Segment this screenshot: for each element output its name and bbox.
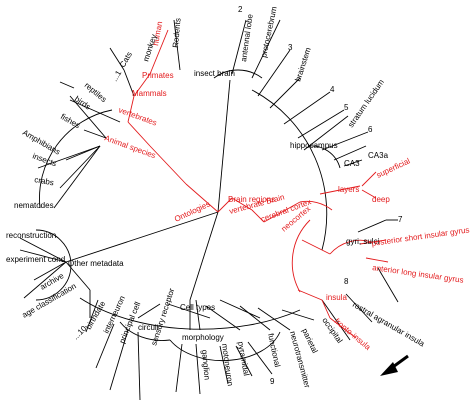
label-insula: insula bbox=[326, 293, 347, 302]
label-reconstruction: reconstruction bbox=[6, 231, 56, 240]
label-ellipsis1: ...1 bbox=[110, 68, 124, 83]
label-other-metadata: Other metadata bbox=[68, 259, 124, 268]
label-n3: 3 bbox=[288, 43, 293, 52]
label-brainstem: brainstem bbox=[293, 46, 313, 83]
label-hippocampus: hippocampus bbox=[290, 141, 338, 150]
label-nematodes: nematodes bbox=[14, 201, 54, 210]
label-n6: 6 bbox=[368, 125, 373, 134]
label-n8: 8 bbox=[344, 277, 349, 286]
label-morphology: morphology bbox=[182, 333, 224, 342]
label-n7: 7 bbox=[398, 215, 403, 224]
label-posterior-short: posterior short insular gyrus bbox=[371, 225, 470, 248]
label-insect-brain: insect brain bbox=[194, 69, 235, 78]
label-vertebrates: vertebrates bbox=[117, 105, 158, 127]
node-labels: Rodents human monkey Cats ...1 reptiles … bbox=[6, 5, 470, 389]
label-deep: deep bbox=[372, 195, 390, 204]
label-motoneuron: motoneuron bbox=[220, 343, 235, 387]
label-n2: 2 bbox=[238, 5, 243, 14]
label-n9: 9 bbox=[270, 377, 275, 386]
label-human: human bbox=[151, 21, 164, 47]
label-functional: functional bbox=[266, 333, 282, 369]
label-n5: 5 bbox=[344, 103, 349, 112]
label-sensory-receptor: sensory receptor bbox=[149, 287, 176, 347]
label-ca3: CA3 bbox=[344, 159, 360, 168]
label-cell-types: Cell types bbox=[180, 303, 215, 312]
label-antennal-lobe: antennal lobe bbox=[239, 13, 255, 62]
label-fishes: fishes bbox=[59, 112, 82, 130]
label-ganglion: ganglion bbox=[200, 349, 212, 380]
label-circuit: circuit bbox=[138, 323, 160, 332]
arrow-icon bbox=[380, 354, 409, 376]
label-stratum-lucidum: stratum lucidum bbox=[346, 77, 386, 129]
label-experiment-cond: experiment cond bbox=[6, 255, 65, 264]
label-animal-species: Animal species bbox=[103, 133, 157, 160]
label-gyri-sulci: gyri, sulci bbox=[346, 237, 380, 246]
label-primates: Primates bbox=[142, 71, 174, 80]
label-pyramidal: pyramidal bbox=[236, 341, 251, 377]
label-n4: 4 bbox=[330, 85, 335, 94]
label-ca3a: CA3a bbox=[368, 151, 389, 160]
label-amphibians: Amphibians bbox=[21, 128, 62, 157]
label-mammals: Mammals bbox=[132, 89, 167, 98]
label-protocerebrum: protocerebrum bbox=[259, 5, 279, 58]
label-rodents: Rodents bbox=[171, 18, 183, 48]
label-brain-regions: Brain regions bbox=[228, 195, 275, 204]
label-crabs: crabs bbox=[34, 175, 55, 187]
tree-black-branches bbox=[19, 19, 399, 401]
label-layers: layers bbox=[338, 185, 359, 194]
label-cats: Cats bbox=[118, 50, 134, 69]
tree-red-branches bbox=[127, 29, 389, 339]
